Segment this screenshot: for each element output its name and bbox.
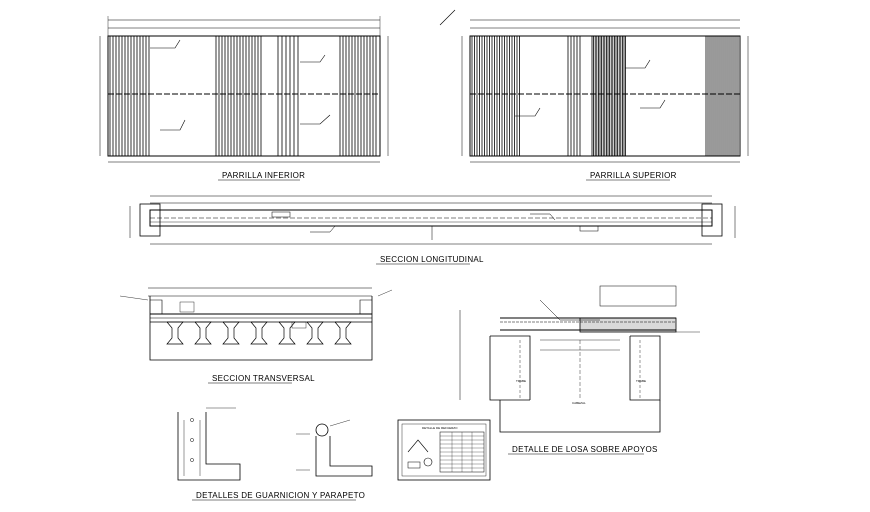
seccion-longitudinal xyxy=(129,195,736,245)
label-detalle-refuerzo: DETALLE DE REFUERZO xyxy=(422,426,458,430)
label-trabe-right: TRABE xyxy=(636,379,646,383)
caption-detalles-guarnicion: DETALLES DE GUARNICION Y PARAPETO xyxy=(196,491,365,500)
detalle-parapeto xyxy=(296,419,373,477)
caption-seccion-longitudinal: SECCION LONGITUDINAL xyxy=(380,255,484,264)
girder xyxy=(250,321,268,345)
detalle-losa-apoyos xyxy=(459,285,700,433)
girder xyxy=(278,321,296,345)
rebar-bands xyxy=(109,36,377,156)
detalle-guarnicion xyxy=(177,407,241,481)
label-trabe-left: TRABE xyxy=(516,379,526,383)
girder xyxy=(222,321,240,345)
girder xyxy=(306,321,324,345)
girder xyxy=(194,321,212,345)
caption-parrilla-inferior: PARRILLA INFERIOR xyxy=(222,171,305,180)
caption-parrilla-superior: PARRILLA SUPERIOR xyxy=(590,171,677,180)
detalle-refuerzo-box xyxy=(397,419,491,481)
label-cabezal: CABEZAL xyxy=(572,401,586,405)
parrilla-superior-plan xyxy=(439,9,749,163)
rebar-bands xyxy=(471,36,739,156)
seccion-transversal xyxy=(119,287,393,361)
parrilla-inferior-plan xyxy=(99,16,389,163)
caption-seccion-transversal: SECCION TRANSVERSAL xyxy=(212,374,315,383)
girder xyxy=(334,321,352,345)
caption-detalle-losa: DETALLE DE LOSA SOBRE APOYOS xyxy=(512,445,658,454)
girder xyxy=(166,321,184,345)
